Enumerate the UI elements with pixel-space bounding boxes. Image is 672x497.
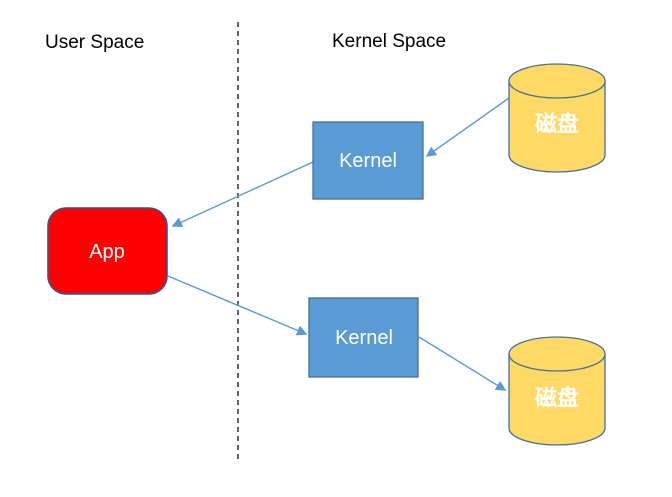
kernel-space-label: Kernel Space bbox=[332, 31, 446, 52]
kernel-box-top-rect bbox=[312, 121, 424, 200]
disk-bottom-lid bbox=[508, 336, 606, 372]
user-space-label: User Space bbox=[45, 32, 144, 53]
kernel-box-top: Kernel bbox=[312, 121, 424, 200]
disk-top: 磁盘 bbox=[508, 63, 606, 173]
disk-bottom: 磁盘 bbox=[508, 336, 606, 446]
arrow-kernel-top-to-app bbox=[171, 161, 314, 228]
app-box: App bbox=[47, 207, 168, 295]
app-box-label: App bbox=[89, 241, 125, 263]
disk-top-lid bbox=[508, 63, 606, 99]
kernel-box-top-label: Kernel bbox=[339, 150, 397, 172]
kernel-box-bottom-label: Kernel bbox=[335, 327, 393, 349]
kernel-box-bottom: Kernel bbox=[308, 297, 419, 378]
disk-top-body bbox=[508, 80, 606, 173]
arrow-disk-top-to-kernel-top bbox=[425, 97, 510, 157]
kernel-box-bottom-rect bbox=[308, 297, 419, 378]
arrow-app-to-kernel-bottom bbox=[167, 275, 308, 336]
disk-bottom-body bbox=[508, 353, 606, 446]
arrow-kernel-bottom-to-disk-bottom bbox=[418, 336, 507, 391]
disk-top-label: 磁盘 bbox=[535, 112, 579, 137]
app-box-rect bbox=[47, 207, 168, 295]
disk-bottom-label: 磁盘 bbox=[535, 386, 579, 411]
